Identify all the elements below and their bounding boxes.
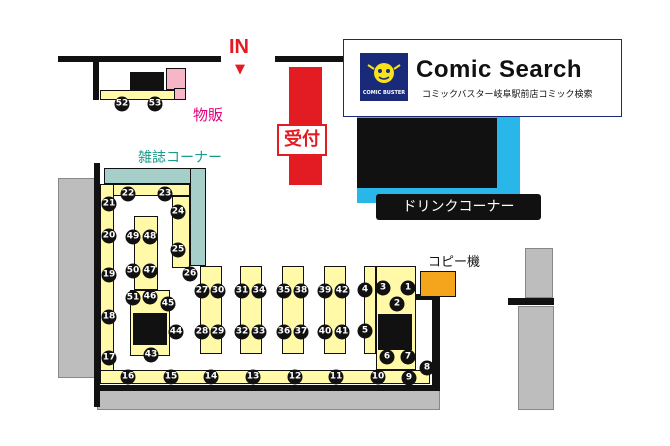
seat-48[interactable]: 48 xyxy=(142,229,158,245)
seat-17[interactable]: 17 xyxy=(101,350,117,366)
right-wall-step xyxy=(508,298,554,305)
seat-20[interactable]: 20 xyxy=(101,228,117,244)
seat-33[interactable]: 33 xyxy=(251,324,267,340)
drink-counter xyxy=(357,118,497,188)
seat-1[interactable]: 1 xyxy=(400,280,416,296)
merch-display xyxy=(166,68,186,90)
seat-25[interactable]: 25 xyxy=(170,242,186,258)
seat-34[interactable]: 34 xyxy=(251,283,267,299)
logo-subtitle: コミックバスター岐阜駅前店コミック検索 xyxy=(422,90,593,100)
center-island-block xyxy=(133,313,167,345)
seat-21[interactable]: 21 xyxy=(101,196,117,212)
seat-35[interactable]: 35 xyxy=(276,283,292,299)
seat-40[interactable]: 40 xyxy=(317,324,333,340)
seat-27[interactable]: 27 xyxy=(194,283,210,299)
copy-machine xyxy=(420,271,456,297)
merch-counter xyxy=(100,90,184,100)
top-wall-left-drop xyxy=(93,56,99,100)
comic-buster-logo-icon: COMIC BUSTER xyxy=(360,53,408,101)
seat-14[interactable]: 14 xyxy=(203,369,219,385)
entrance-label: IN xyxy=(229,36,249,58)
seat-41[interactable]: 41 xyxy=(334,324,350,340)
seat-53[interactable]: 53 xyxy=(147,96,163,112)
seat-36[interactable]: 36 xyxy=(276,324,292,340)
right-seat-block xyxy=(378,314,412,350)
seat-23[interactable]: 23 xyxy=(157,186,173,202)
seat-47[interactable]: 47 xyxy=(142,263,158,279)
drink-label: ドリンクコーナー xyxy=(376,194,541,220)
seat-31[interactable]: 31 xyxy=(234,283,250,299)
left-wall xyxy=(94,163,100,407)
aisle-35-38 xyxy=(282,266,304,354)
seat-19[interactable]: 19 xyxy=(101,267,117,283)
seat-15[interactable]: 15 xyxy=(163,369,179,385)
seat-10[interactable]: 10 xyxy=(370,369,386,385)
center-island-a xyxy=(134,216,158,290)
seat-13[interactable]: 13 xyxy=(245,369,261,385)
right-grey-strip xyxy=(518,306,554,410)
seat-6[interactable]: 6 xyxy=(379,349,395,365)
seat-2[interactable]: 2 xyxy=(389,296,405,312)
seat-43[interactable]: 43 xyxy=(143,347,159,363)
seat-4[interactable]: 4 xyxy=(357,282,373,298)
seat-51[interactable]: 51 xyxy=(125,290,141,306)
reception-label: 受付 xyxy=(277,124,327,156)
top-wall-right xyxy=(275,56,343,62)
seat-12[interactable]: 12 xyxy=(287,369,303,385)
seat-44[interactable]: 44 xyxy=(168,324,184,340)
seat-29[interactable]: 29 xyxy=(210,324,226,340)
merch-label: 物販 xyxy=(193,106,224,124)
seat-3[interactable]: 3 xyxy=(375,280,391,296)
seat-8[interactable]: 8 xyxy=(419,360,435,376)
aisle-4-5 xyxy=(364,266,376,354)
seat-42[interactable]: 42 xyxy=(334,283,350,299)
bottom-grey-block xyxy=(97,390,440,410)
seat-5[interactable]: 5 xyxy=(357,323,373,339)
seat-30[interactable]: 30 xyxy=(210,283,226,299)
merch-register xyxy=(130,72,164,90)
seat-37[interactable]: 37 xyxy=(293,324,309,340)
seat-49[interactable]: 49 xyxy=(125,229,141,245)
seat-38[interactable]: 38 xyxy=(293,283,309,299)
seat-39[interactable]: 39 xyxy=(317,283,333,299)
copy-label: コピー機 xyxy=(428,255,481,270)
right-grey-block xyxy=(525,248,553,298)
seat-24[interactable]: 24 xyxy=(170,204,186,220)
seat-52[interactable]: 52 xyxy=(114,96,130,112)
aisle-31-34 xyxy=(240,266,262,354)
logo-title: Comic Search xyxy=(416,56,583,83)
magazine-shelf-side xyxy=(190,168,206,266)
bottom-wall xyxy=(94,385,440,391)
top-row-shelf xyxy=(104,184,190,196)
magazine-label: 雑誌コーナー xyxy=(138,150,222,166)
logo-box: COMIC BUSTER Comic Search コミックバスター岐阜駅前店コ… xyxy=(343,39,622,117)
aisle-39-42 xyxy=(324,266,346,354)
seat-32[interactable]: 32 xyxy=(234,324,250,340)
seat-28[interactable]: 28 xyxy=(194,324,210,340)
seat-16[interactable]: 16 xyxy=(120,369,136,385)
merch-display-base xyxy=(174,88,186,100)
seat-22[interactable]: 22 xyxy=(120,186,136,202)
seat-9[interactable]: 9 xyxy=(401,370,417,386)
aisle-27-30 xyxy=(200,266,222,354)
logo-badge: COMIC BUSTER xyxy=(362,90,406,96)
seat-18[interactable]: 18 xyxy=(101,309,117,325)
seat-11[interactable]: 11 xyxy=(328,369,344,385)
left-grey-block xyxy=(58,178,97,378)
entrance-arrow-icon: ▼ xyxy=(235,62,245,77)
seat-46[interactable]: 46 xyxy=(142,289,158,305)
bottom-row-shelf xyxy=(100,370,430,384)
seat-7[interactable]: 7 xyxy=(400,349,416,365)
seat-26[interactable]: 26 xyxy=(182,266,198,282)
seat-50[interactable]: 50 xyxy=(125,263,141,279)
right-wall-notch xyxy=(412,294,440,300)
right-wall-lower xyxy=(432,294,440,391)
top-wall-left xyxy=(58,56,221,62)
seat-45[interactable]: 45 xyxy=(160,296,176,312)
